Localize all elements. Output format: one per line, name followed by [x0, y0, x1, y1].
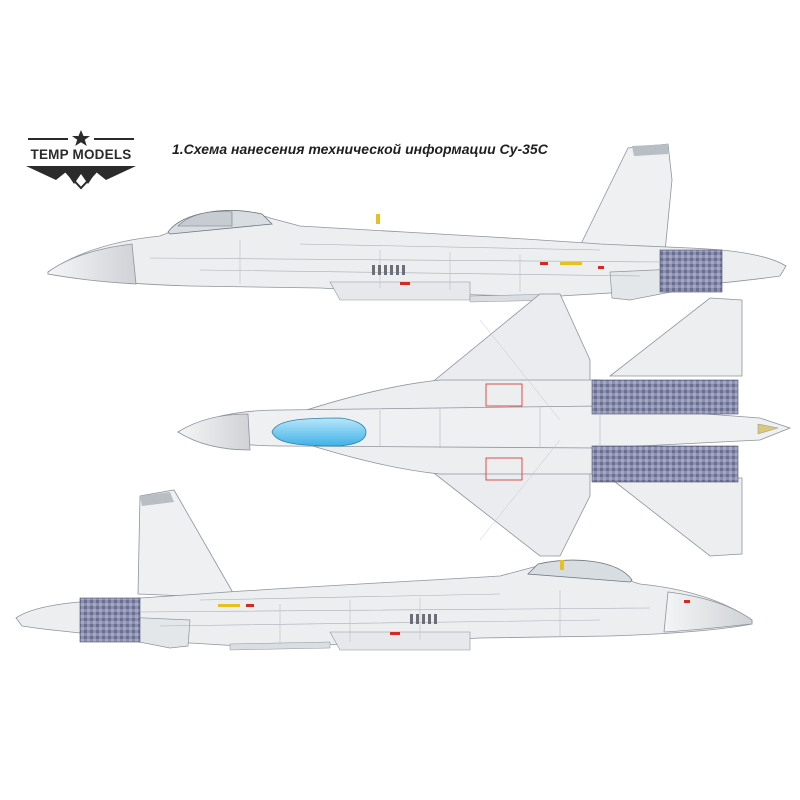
- sheet-title: 1.Схема нанесения технической информации…: [172, 141, 548, 157]
- side-view-right: [15, 489, 753, 651]
- brand-name: TEMP MODELS: [30, 147, 132, 162]
- side-view-left: [47, 143, 787, 303]
- logo-graphic: [26, 130, 136, 190]
- temp-models-logo: TEMP MODELS: [22, 128, 140, 198]
- plan-view: [176, 293, 792, 557]
